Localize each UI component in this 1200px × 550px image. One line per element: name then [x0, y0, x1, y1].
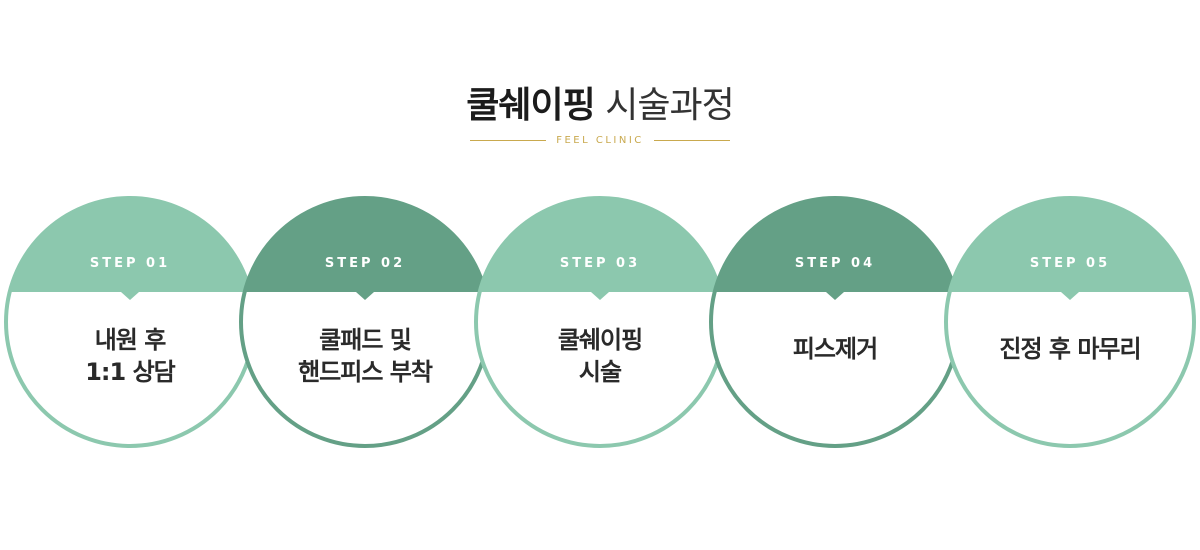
step-pointer	[1061, 292, 1079, 300]
step-4-circle	[709, 196, 961, 448]
step-1-text: 내원 후 1:1 상담	[85, 326, 176, 386]
step-1: STEP 01 내원 후 1:1 상담	[4, 192, 256, 454]
subtitle-row: FEEL CLINIC	[0, 132, 1200, 150]
step-cap	[9, 197, 251, 292]
title-bold: 쿨쉐이핑	[466, 85, 595, 126]
step-3-circle	[474, 196, 726, 448]
page-title: 쿨쉐이핑 시술과정	[0, 82, 1200, 130]
step-cap	[244, 197, 486, 292]
step-ring	[944, 196, 1196, 448]
step-2-text: 쿨패드 및 핸드피스 부착	[298, 326, 433, 386]
step-4: STEP 04 피스제거	[709, 192, 961, 454]
step-2: STEP 02 쿨패드 및 핸드피스 부착	[239, 192, 491, 454]
subtitle-divider-right	[654, 140, 730, 141]
step-3: STEP 03 쿨쉐이핑 시술	[474, 192, 726, 454]
step-cap	[949, 197, 1191, 292]
step-2-label: STEP 02	[324, 256, 406, 271]
step-cap	[479, 197, 721, 292]
step-3-label: STEP 03	[559, 256, 641, 271]
step-1-label: STEP 01	[89, 256, 171, 271]
step-pointer	[826, 292, 844, 300]
step-pointer	[121, 292, 139, 300]
step-5-text: 진정 후 마무리	[999, 335, 1141, 363]
title-light: 시술과정	[605, 85, 734, 126]
step-pointer	[591, 292, 609, 300]
step-4-text: 피스제거	[792, 335, 878, 363]
step-5-circle	[944, 196, 1196, 448]
subtitle-divider-left	[470, 140, 546, 141]
subtitle: FEEL CLINIC	[556, 135, 644, 146]
step-2-circle	[239, 196, 491, 448]
step-5-label: STEP 05	[1029, 256, 1111, 271]
section-header: 쿨쉐이핑 시술과정	[0, 82, 1200, 130]
step-1-circle	[4, 196, 256, 448]
step-4-label: STEP 04	[794, 256, 876, 271]
step-pointer	[356, 292, 374, 300]
step-cap	[714, 197, 956, 292]
step-5: STEP 05 진정 후 마무리	[944, 192, 1196, 454]
step-3-text: 쿨쉐이핑 시술	[557, 326, 643, 386]
